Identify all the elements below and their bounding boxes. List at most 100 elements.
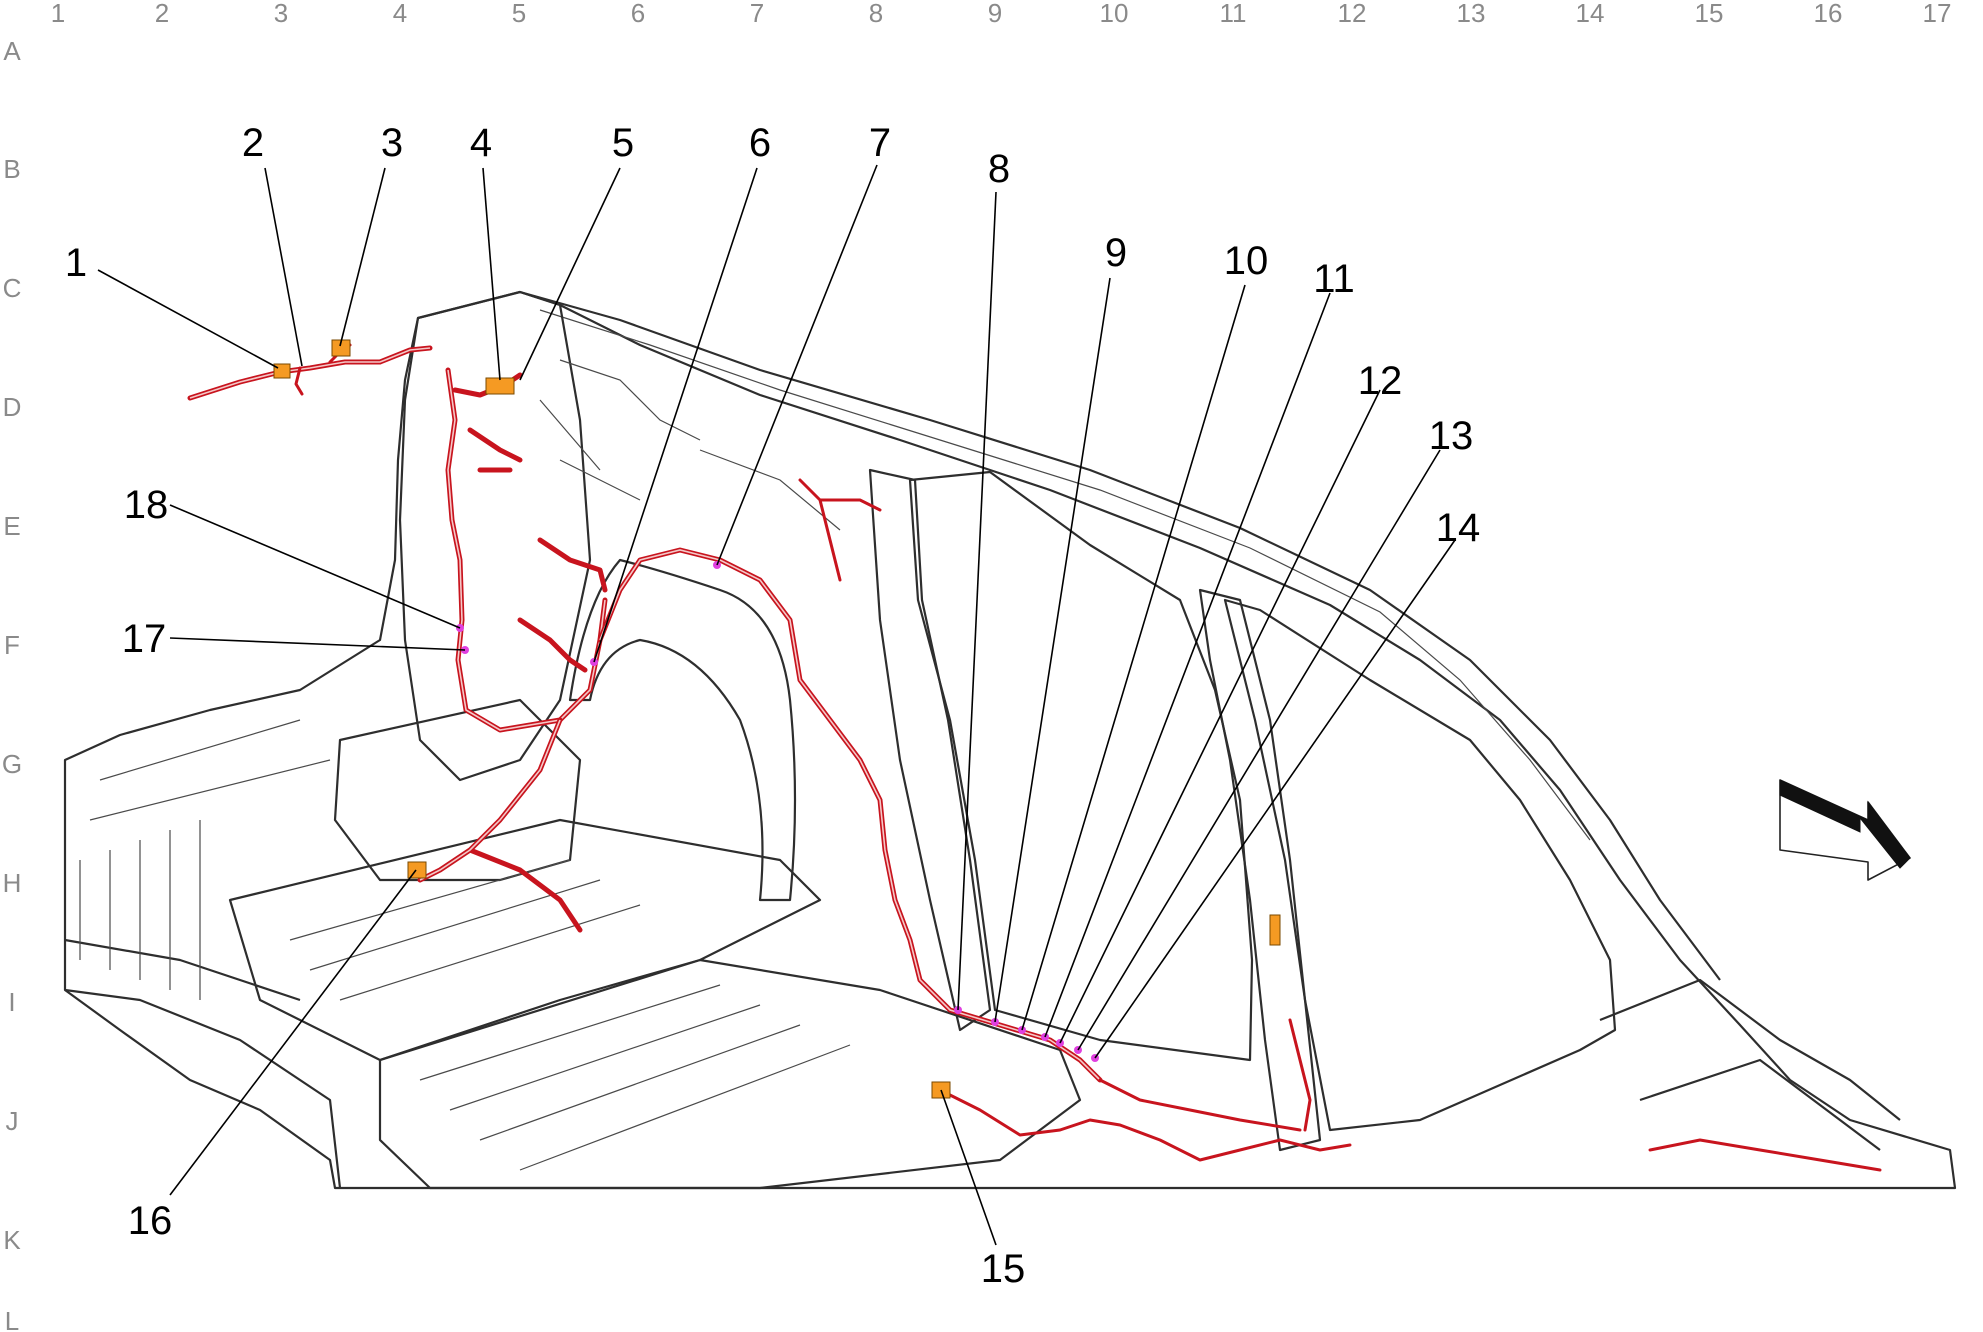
left-rocker xyxy=(64,938,342,1189)
grid-row-b: B xyxy=(3,154,20,184)
roof-rail-inner xyxy=(539,309,1591,841)
harness-cargo-floor-branch xyxy=(417,717,583,933)
main-floor xyxy=(378,958,1082,1190)
callout-14: 14 xyxy=(1436,506,1481,550)
grid-column-labels: 1 2 3 4 5 6 7 8 9 10 11 12 13 14 15 16 1… xyxy=(51,0,1952,28)
grid-col-5: 5 xyxy=(512,0,526,28)
rear-door-window xyxy=(1223,598,1617,1132)
leader-14 xyxy=(1094,539,1456,1059)
vehicle-body-illustration xyxy=(63,290,1957,1190)
rear-quarter-window xyxy=(908,470,1254,1062)
splice-points xyxy=(456,561,1099,1062)
callout-2: 2 xyxy=(242,121,264,165)
grid-col-3: 3 xyxy=(274,0,288,28)
connector-4 xyxy=(485,377,515,395)
roof-rail xyxy=(519,290,1721,981)
grid-row-e: E xyxy=(3,511,20,541)
callout-labels: 1 2 3 4 5 6 7 8 9 10 11 12 13 14 15 16 1… xyxy=(65,121,1480,1291)
callout-17: 17 xyxy=(122,617,167,661)
grid-row-i: I xyxy=(8,987,15,1017)
harness-upper-branch-sheath xyxy=(189,347,431,399)
harness-right-pillar xyxy=(1288,1018,1312,1132)
connector-16 xyxy=(407,861,427,879)
grid-col-6: 6 xyxy=(631,0,645,28)
callout-10: 10 xyxy=(1224,239,1269,283)
grid-col-12: 12 xyxy=(1338,0,1367,28)
harness-main-run-sheath xyxy=(599,549,1101,1081)
grid-col-16: 16 xyxy=(1814,0,1843,28)
connector-right-pillar xyxy=(1269,914,1281,946)
harness-cargo-floor-sheath xyxy=(419,719,561,881)
leader-16 xyxy=(169,869,417,1196)
floor-ribs xyxy=(289,859,851,1171)
harness-c-pillar-branch xyxy=(798,478,882,582)
grid-row-k: K xyxy=(3,1225,21,1255)
callout-12: 12 xyxy=(1358,359,1403,403)
leader-15 xyxy=(940,1089,997,1246)
leader-8 xyxy=(957,191,997,1011)
wheel-housing xyxy=(568,558,797,902)
leader-13 xyxy=(1077,449,1441,1051)
grid-col-7: 7 xyxy=(750,0,764,28)
body-shell xyxy=(63,290,1957,1190)
callout-9: 9 xyxy=(1105,231,1127,275)
left-rear-inner-panel xyxy=(398,290,592,782)
rear-wiring-harness xyxy=(187,343,1882,1172)
grid-col-10: 10 xyxy=(1100,0,1129,28)
leader-17 xyxy=(169,637,466,651)
harness-upper-branch xyxy=(187,345,433,401)
leader-11 xyxy=(1044,292,1331,1038)
front-direction-arrow-icon xyxy=(1779,779,1911,881)
grid-row-h: H xyxy=(3,868,22,898)
leader-10 xyxy=(1021,284,1246,1031)
leader-4 xyxy=(482,167,501,381)
connector-1 xyxy=(273,363,291,379)
grid-col-9: 9 xyxy=(988,0,1002,28)
grid-row-d: D xyxy=(3,392,22,422)
cargo-floor xyxy=(228,818,822,1062)
grid-col-4: 4 xyxy=(393,0,407,28)
callout-7: 7 xyxy=(869,121,891,165)
c-pillar xyxy=(868,468,992,1032)
leader-18 xyxy=(169,504,461,629)
grid-col-13: 13 xyxy=(1457,0,1486,28)
callout-18: 18 xyxy=(124,483,169,527)
grid-col-15: 15 xyxy=(1695,0,1724,28)
callout-6: 6 xyxy=(749,121,771,165)
grid-row-labels: A B C D E F G H I J K L xyxy=(2,36,22,1332)
grid-row-f: F xyxy=(4,630,20,660)
leader-12 xyxy=(1059,389,1381,1044)
grid-col-2: 2 xyxy=(155,0,169,28)
callout-15: 15 xyxy=(981,1247,1026,1291)
grid-col-8: 8 xyxy=(869,0,883,28)
leader-7 xyxy=(716,164,878,566)
harness-main-run xyxy=(597,547,1103,1083)
harness-left-pillar-sheath xyxy=(447,369,606,731)
upper-trim-detail xyxy=(539,359,841,531)
connectors xyxy=(273,339,1281,1099)
callout-3: 3 xyxy=(381,121,403,165)
rear-corner-structure xyxy=(1599,978,1901,1151)
grid-row-g: G xyxy=(2,749,22,779)
callout-11: 11 xyxy=(1313,257,1355,301)
leader-2 xyxy=(264,167,303,367)
callout-1: 1 xyxy=(65,241,87,285)
harness-left-pillar-run xyxy=(445,367,608,733)
callout-5: 5 xyxy=(612,121,634,165)
left-side-ribs xyxy=(79,719,331,1000)
grid-col-1: 1 xyxy=(51,0,65,28)
grid-row-a: A xyxy=(3,36,21,66)
grid-col-14: 14 xyxy=(1576,0,1605,28)
grid-row-j: J xyxy=(6,1106,19,1136)
leader-6 xyxy=(593,167,758,663)
grid-row-l: L xyxy=(5,1306,19,1332)
leader-3 xyxy=(339,167,386,347)
callout-16: 16 xyxy=(128,1199,173,1243)
grid-col-17: 17 xyxy=(1923,0,1952,28)
leader-9 xyxy=(994,277,1111,1023)
leader-lines xyxy=(97,164,1456,1246)
callout-13: 13 xyxy=(1429,414,1474,458)
harness-right-lower xyxy=(1098,1078,1882,1172)
leader-5 xyxy=(519,167,621,381)
